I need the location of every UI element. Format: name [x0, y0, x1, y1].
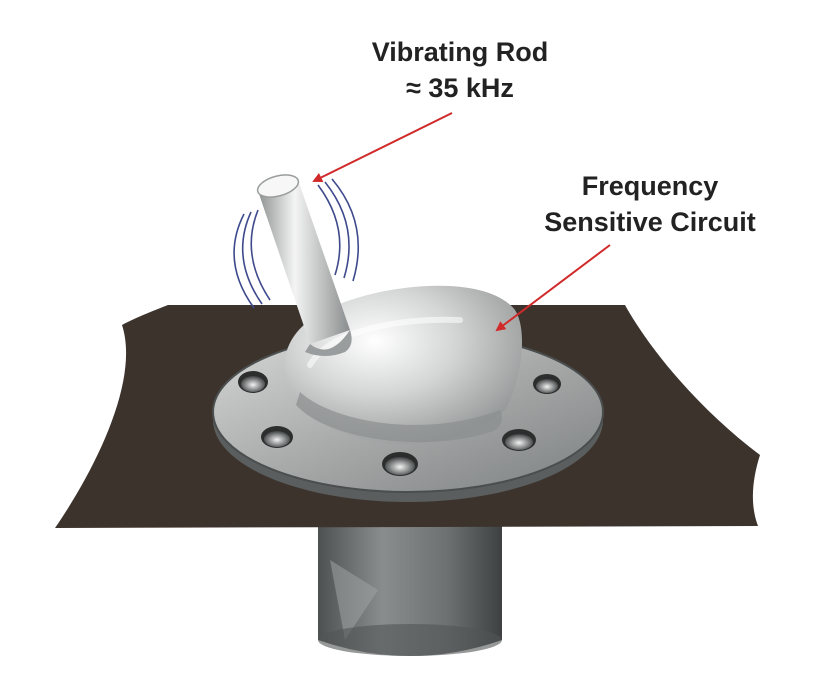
- vibrating-rod: [256, 174, 352, 356]
- vibrating-rod-label-line1: Vibrating Rod: [371, 37, 549, 67]
- circuit-callout-arrow: [495, 244, 611, 332]
- vibrating-rod-label: Vibrating Rod ≈ 35 kHz: [330, 34, 590, 106]
- frequency-circuit-label-line2: Sensitive Circuit: [544, 207, 756, 237]
- bolt-hole-icon: [238, 371, 268, 393]
- vibration-waves-icon: [233, 178, 359, 309]
- sensor-lower-body: [318, 515, 502, 656]
- vibrating-rod-frequency: ≈ 35 kHz: [406, 73, 514, 103]
- bolt-hole-icon: [261, 426, 293, 448]
- frequency-circuit-label-line1: Frequency: [581, 171, 719, 201]
- frequency-circuit-label: Frequency Sensitive Circuit: [505, 168, 795, 240]
- bolt-hole-icon: [382, 452, 418, 476]
- bolt-hole-icon: [533, 374, 561, 394]
- bolt-hole-icon: [502, 429, 536, 451]
- rod-callout-arrow: [312, 112, 453, 182]
